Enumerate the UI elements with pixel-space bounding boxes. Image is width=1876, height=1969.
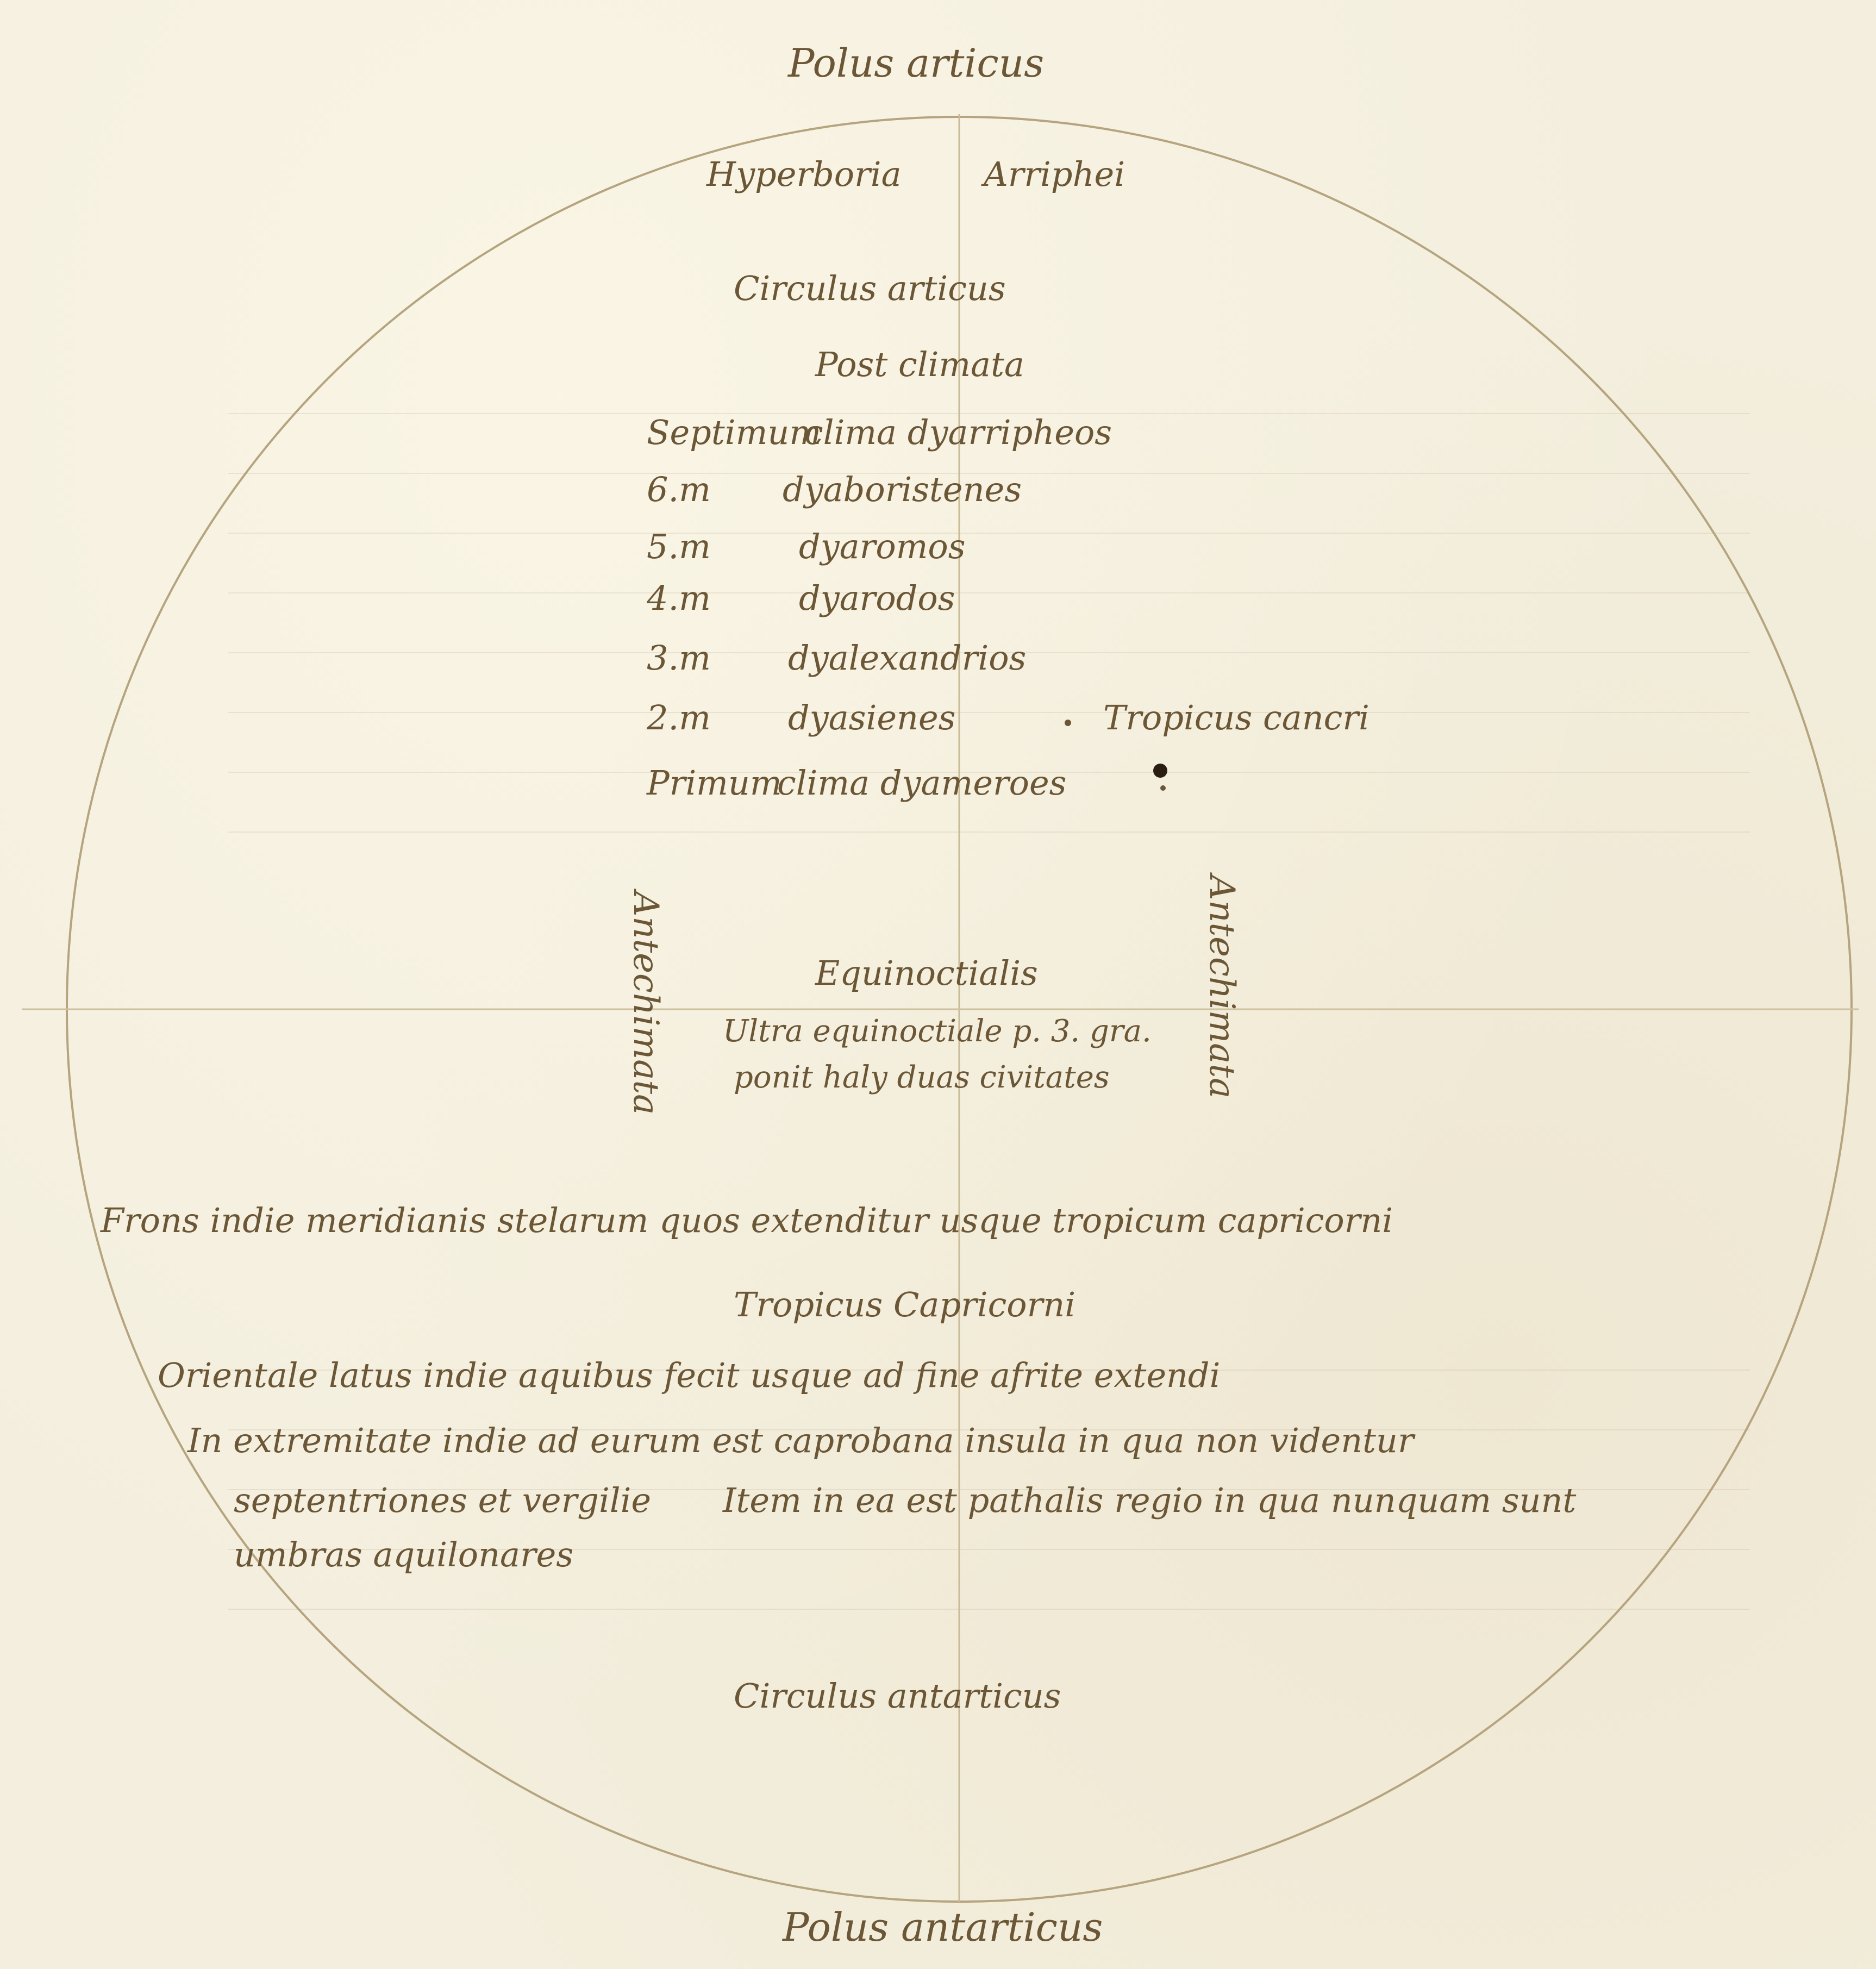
ink-dot-small xyxy=(1065,720,1071,726)
ruling-line xyxy=(228,1549,1750,1550)
ink-dot xyxy=(1153,764,1167,778)
ruling-line xyxy=(228,1489,1750,1490)
clima-4-number: 4.m xyxy=(647,578,711,618)
clima-3-label: dyalexandrios xyxy=(788,638,1027,678)
clima-6-label: dyaboristenes xyxy=(783,470,1022,509)
clima-5-number: 5.m xyxy=(647,527,711,566)
clima-1-label: clima dyameroes xyxy=(777,763,1067,803)
clima-5-label: dyaromos xyxy=(799,527,966,566)
ruling-line xyxy=(228,1609,1750,1610)
ruling-line xyxy=(228,533,1750,534)
ruling-line xyxy=(228,1370,1750,1371)
post-climata-label: Post climata xyxy=(815,345,1024,384)
ruling-line xyxy=(228,473,1750,474)
tropicus-cancri-label: Tropicus cancri xyxy=(1103,698,1370,737)
umbras-aquilonares-note: umbras aquilonares xyxy=(234,1535,574,1574)
hyperboria-label: Hyperboria xyxy=(706,154,902,194)
clima-3-number: 3.m xyxy=(647,638,711,678)
antechimata-right-label: Antechimata xyxy=(1202,875,1242,1099)
polus-antarticus-label: Polus antarticus xyxy=(783,1904,1103,1950)
ruling-line xyxy=(228,652,1750,653)
extremitate-note-line-1: In extremitate indie ad eurum est caprob… xyxy=(187,1421,1414,1460)
equinoctialis-note-1: Ultra equinoctiale p. 3. gra. xyxy=(723,1014,1152,1049)
circulus-articus-label: Circulus articus xyxy=(734,268,1006,308)
clima-2-label: dyasienes xyxy=(788,698,956,737)
ruling-line xyxy=(228,1429,1750,1430)
ruling-line xyxy=(228,592,1750,593)
equinoctialis-label: Equinoctialis xyxy=(815,953,1038,993)
polus-articus-label: Polus articus xyxy=(788,40,1045,86)
ruling-line xyxy=(228,413,1750,414)
clima-2-number: 2.m xyxy=(647,698,711,737)
extremitate-note-line-2: septentriones et vergilie xyxy=(234,1480,652,1520)
clima-7-number: Septimum xyxy=(647,412,822,452)
clima-1-number: Primum xyxy=(647,763,782,803)
india-frons-note: Frons indie meridianis stelarum quos ext… xyxy=(101,1201,1393,1240)
ink-dot-small xyxy=(1160,785,1166,791)
item-pathalis-note: Item in ea est pathalis regio in qua nun… xyxy=(723,1480,1577,1520)
clima-4-label: dyarodos xyxy=(799,578,955,618)
equinoctialis-note-2: ponit haly duas civitates xyxy=(734,1060,1110,1095)
ruling-line xyxy=(228,772,1750,773)
ruling-line xyxy=(228,712,1750,713)
clima-7-label: clima dyarripheos xyxy=(804,412,1112,452)
tropicus-capricorni-label: Tropicus Capricorni xyxy=(734,1285,1076,1324)
circulus-antarticus-label: Circulus antarticus xyxy=(734,1676,1061,1716)
antechimata-left-label: Antechimata xyxy=(626,891,666,1115)
arriphei-label: Arriphei xyxy=(984,154,1125,194)
ruling-line xyxy=(228,832,1750,833)
clima-6-number: 6.m xyxy=(647,470,711,509)
orientale-latus-note: Orientale latus indie aquibus fecit usqu… xyxy=(158,1355,1221,1395)
